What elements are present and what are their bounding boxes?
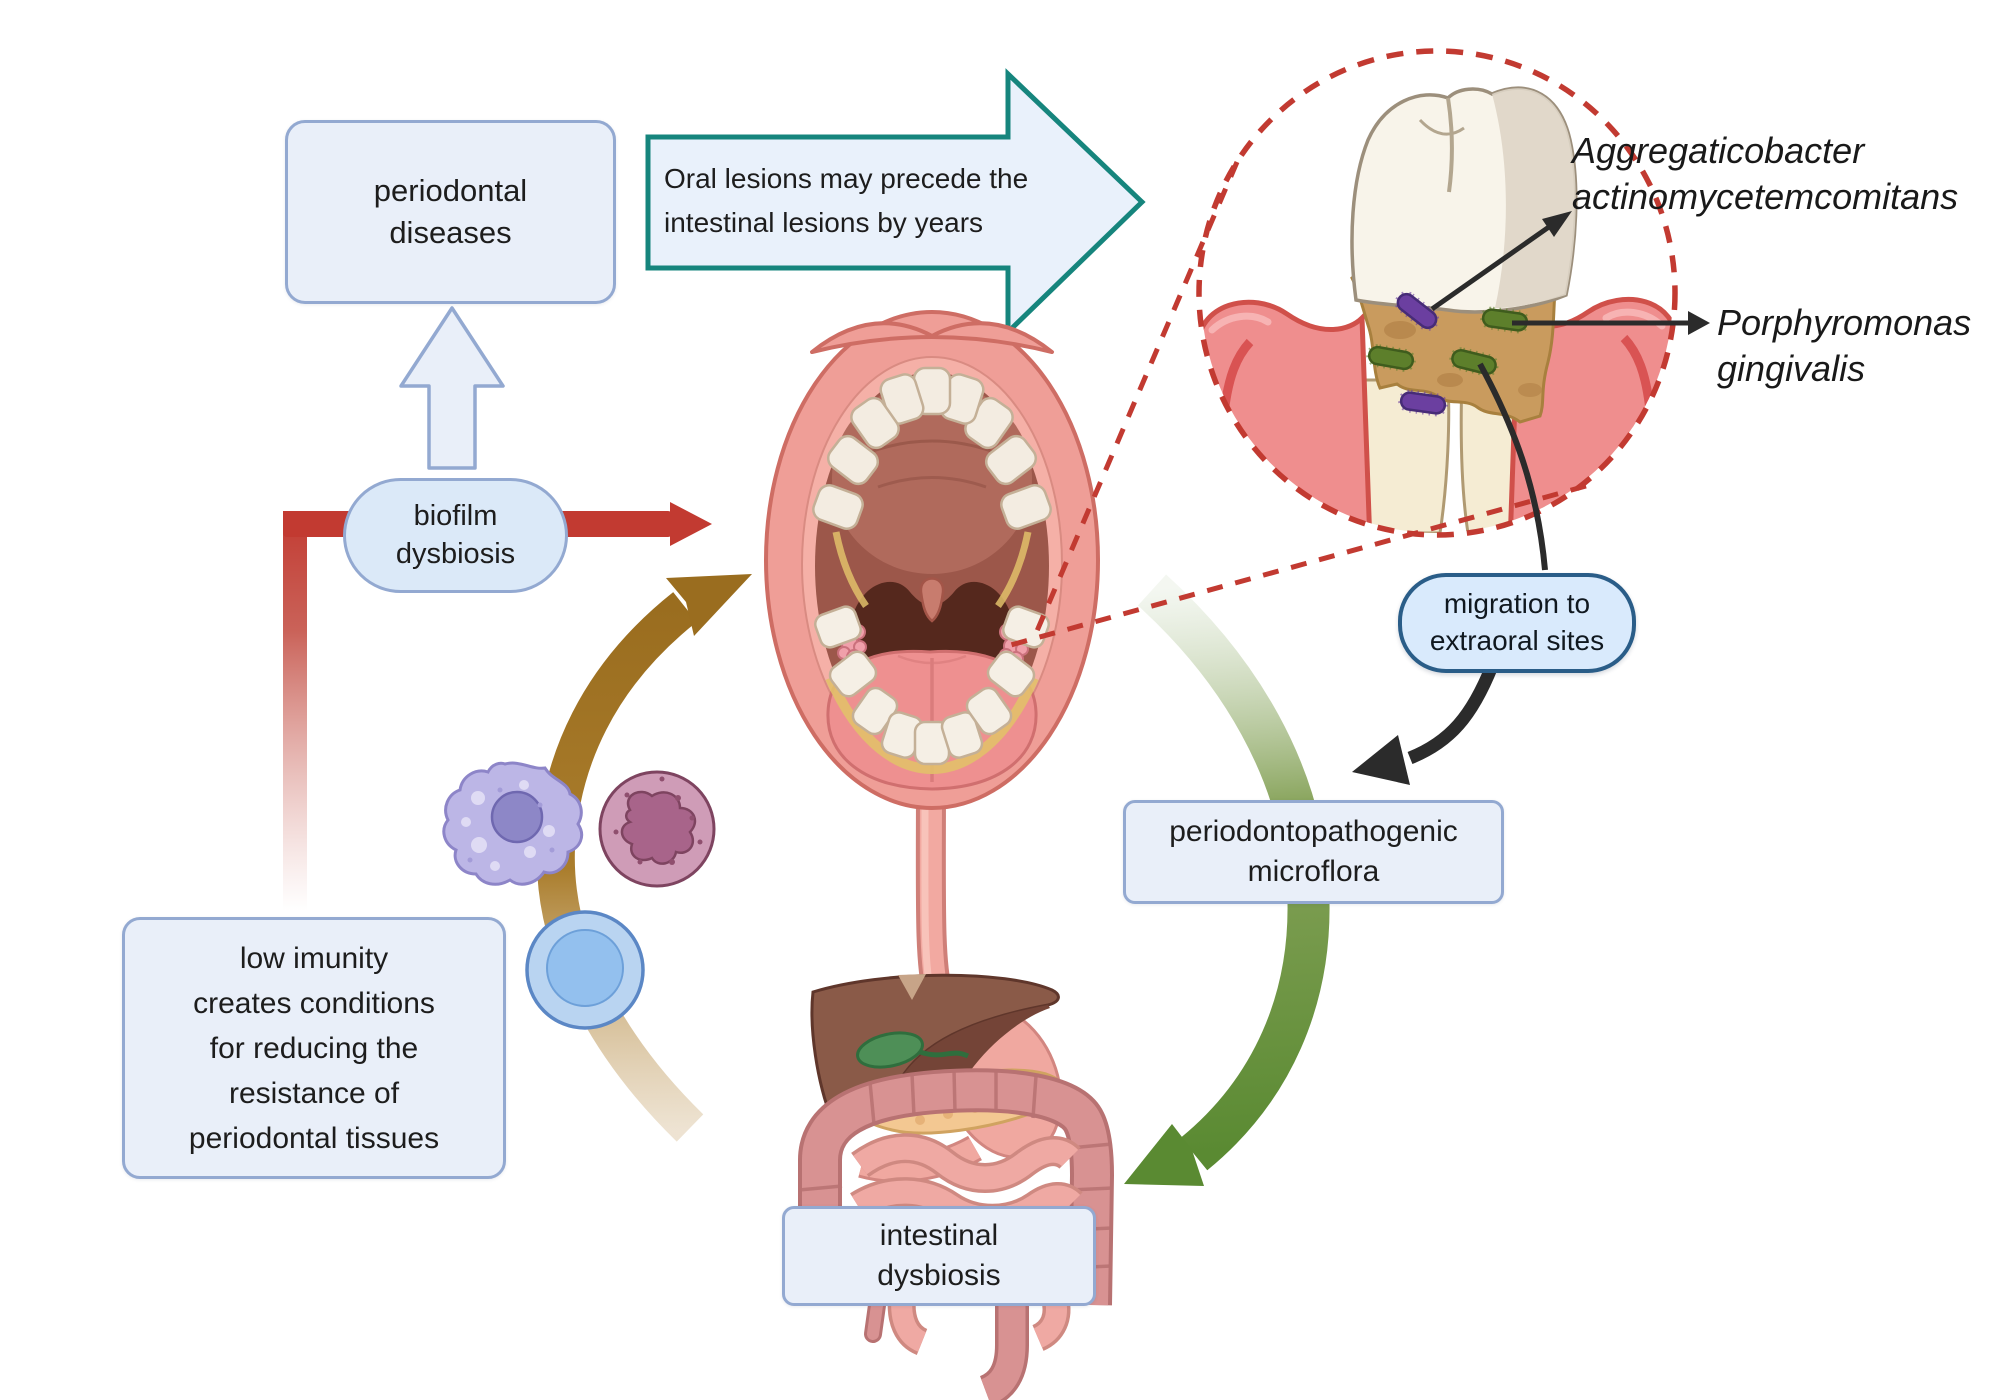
upper-teeth [812, 366, 1052, 609]
gi-tract-illustration [798, 973, 1115, 1400]
mouth-illustration [764, 310, 1100, 810]
bacterium-green-icon [1366, 344, 1416, 372]
lymphocyte-cell [525, 910, 645, 1030]
gallbladder [856, 1031, 970, 1069]
lower-teeth [814, 605, 1050, 775]
up-arrow [399, 306, 505, 470]
zoom-dashed-line-lower [999, 483, 1587, 651]
bacterium-purple-icon [1394, 291, 1440, 331]
uvula [919, 577, 945, 623]
bacteria [1366, 291, 1530, 417]
aggregatibacter-arrow [1430, 211, 1572, 312]
migration-arrow [1352, 663, 1499, 785]
porphyromonas-arrow [1512, 311, 1710, 335]
neutrophil-cell [598, 770, 716, 888]
migration-connector-line [1477, 362, 1548, 571]
tooth-crown [1350, 86, 1578, 314]
teal-arrow [645, 68, 1146, 338]
zoom-dashed-circle [1196, 48, 1678, 538]
macrophage-cell [442, 761, 584, 886]
tooth-inset-illustration [1196, 48, 1678, 538]
bacterium-purple-icon [1398, 389, 1448, 417]
